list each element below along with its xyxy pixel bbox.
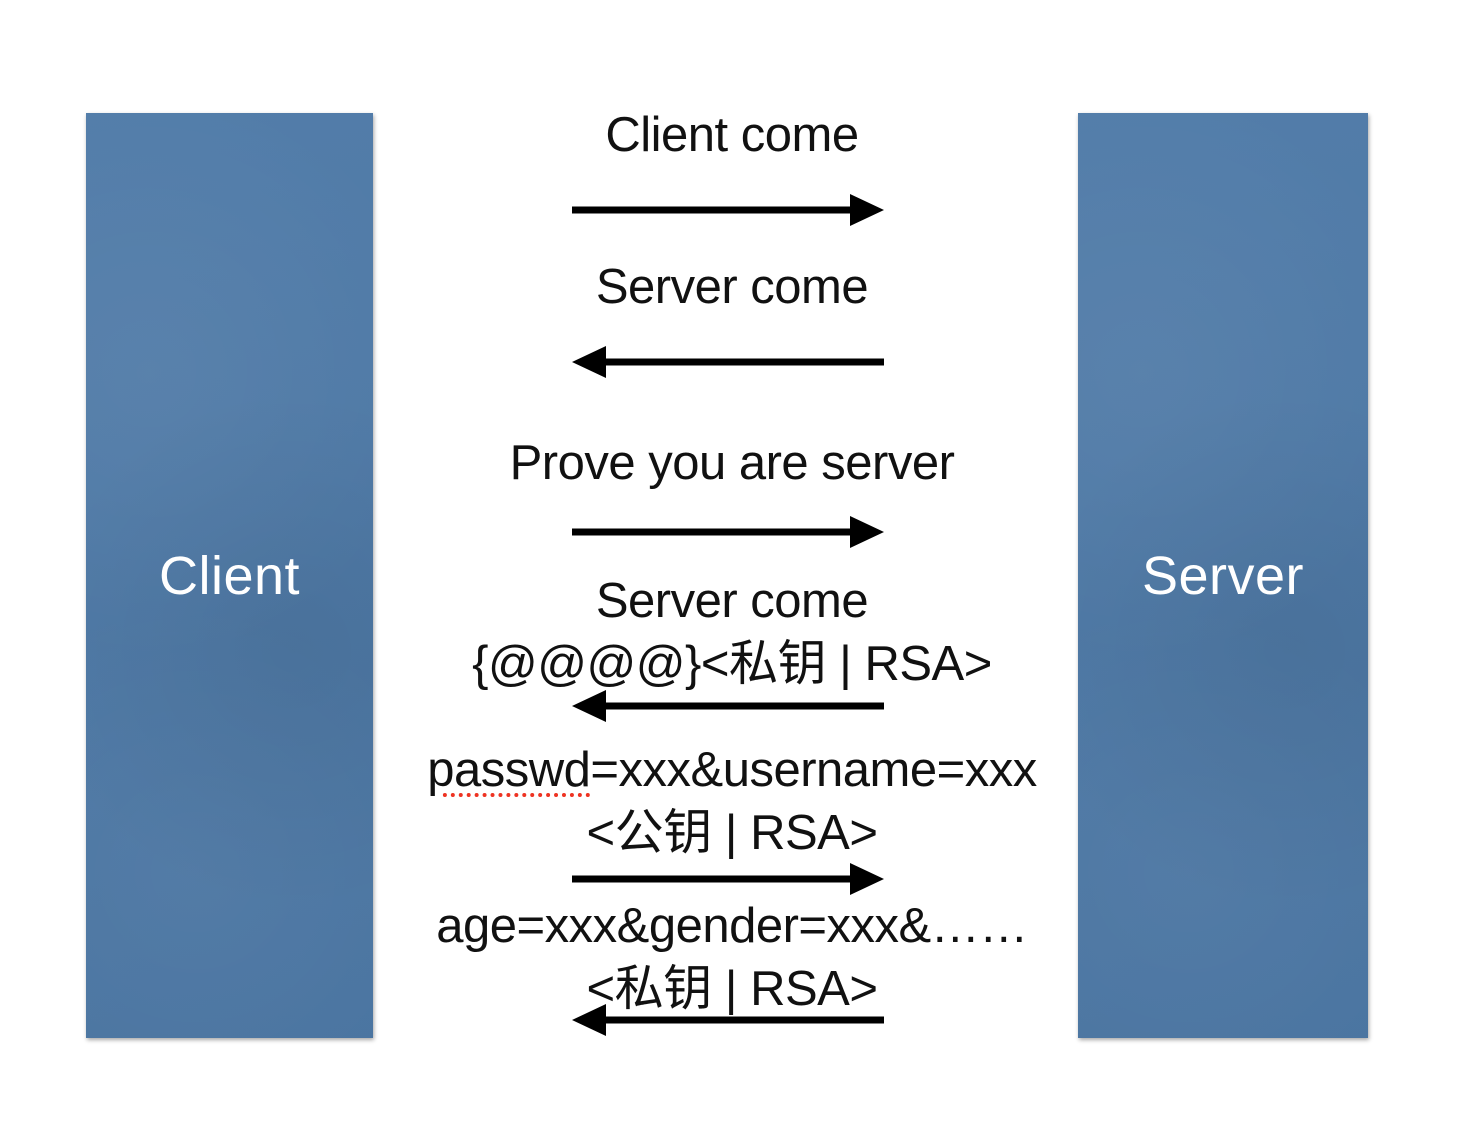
misspelled-word: passwd <box>427 743 591 797</box>
message-label: Client come <box>420 104 1044 167</box>
server-actor-box: Server <box>1078 113 1368 1038</box>
message-line: {@@@@}<私钥 | RSA> <box>472 637 992 691</box>
message-label: age=xxx&gender=xxx&…… <私钥 | RSA> <box>420 895 1044 1021</box>
message-line: Client come <box>605 108 859 162</box>
message-label: Server come <box>420 256 1044 319</box>
message-line: <公钥 | RSA> <box>586 806 878 860</box>
message-line: Prove you are server <box>509 436 955 490</box>
message-label: passwd=xxx&username=xxx <公钥 | RSA> <box>420 739 1044 865</box>
arrow-left-icon <box>572 1004 884 1036</box>
arrow-right-icon <box>572 863 884 895</box>
message-label: Prove you are server <box>420 432 1044 495</box>
arrow-right-icon <box>572 516 884 548</box>
message-line: passwd=xxx&username=xxx <box>427 743 1037 797</box>
client-actor-label: Client <box>158 545 301 606</box>
message-line: <私钥 | RSA> <box>586 962 878 1016</box>
arrow-left-icon <box>572 690 884 722</box>
client-actor-box: Client <box>86 113 373 1038</box>
message-label: Server come {@@@@}<私钥 | RSA> <box>420 570 1044 696</box>
message-line: age=xxx&gender=xxx&…… <box>436 899 1028 953</box>
arrow-right-icon <box>572 194 884 226</box>
message-line: Server come <box>595 260 869 314</box>
message-line: Server come <box>595 574 869 628</box>
server-actor-label: Server <box>1141 545 1305 606</box>
arrow-left-icon <box>572 346 884 378</box>
